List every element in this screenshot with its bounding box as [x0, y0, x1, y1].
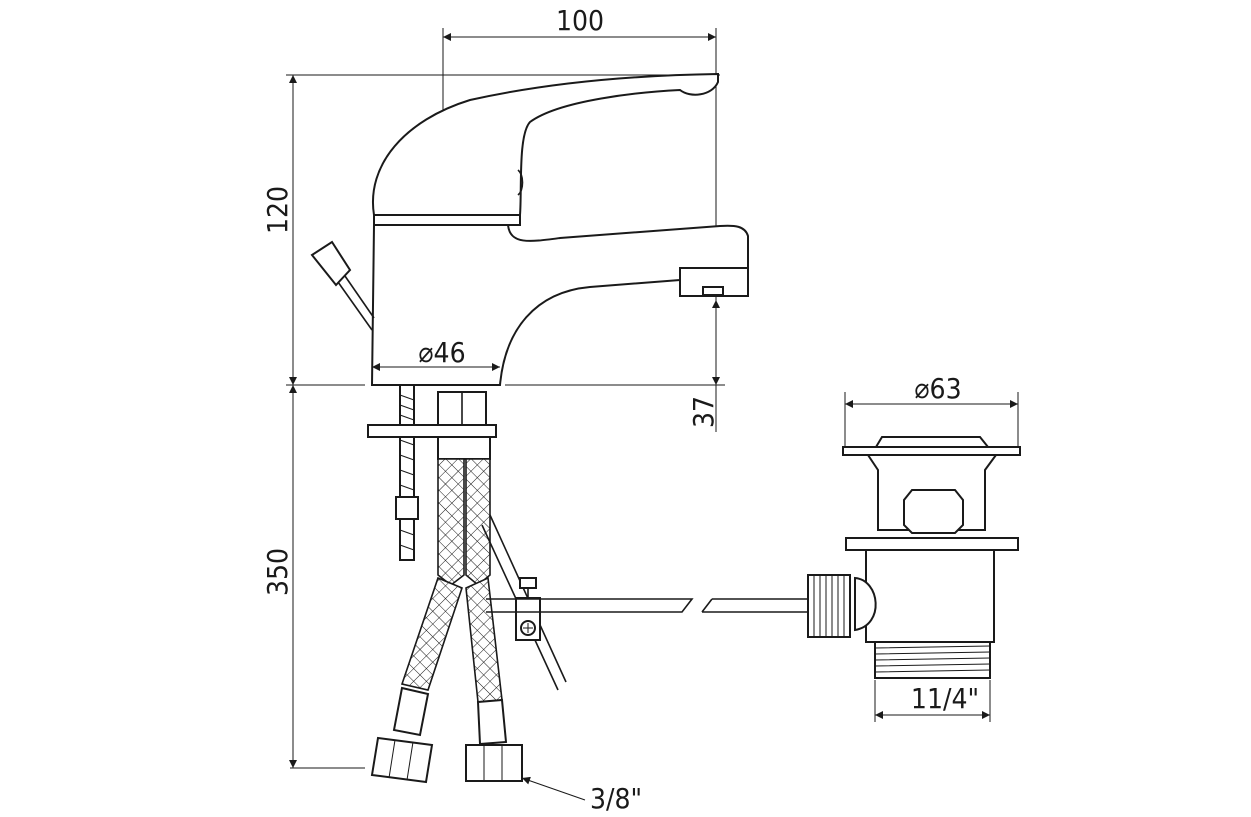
dimension-base-46: ⌀46	[372, 336, 500, 371]
dimension-label-hose-thread: 3/8"	[590, 782, 642, 815]
dimension-label-height: 120	[261, 186, 294, 234]
dimension-thread-38: 3/8"	[521, 776, 642, 815]
dimension-height-120: 120	[261, 74, 720, 386]
dimension-label-drain: ⌀63	[914, 372, 961, 405]
dimension-label-base: ⌀46	[418, 336, 465, 369]
dimension-label-width: 100	[556, 4, 604, 37]
dimension-label-spout-height: 37	[687, 396, 720, 428]
dimension-thread-114: 11/4"	[874, 680, 991, 722]
faucet-body	[310, 72, 749, 386]
dimension-width-100: 100	[442, 4, 717, 385]
dimension-drain-63: ⌀63	[844, 372, 1019, 448]
drain-assembly	[807, 436, 1021, 679]
dimension-label-hose-length: 350	[261, 548, 294, 596]
mounting-assembly	[367, 384, 808, 784]
dimension-length-350: 350	[261, 385, 365, 769]
dimension-label-drain-thread: 11/4"	[911, 682, 979, 715]
dimension-spout-37: 37	[505, 300, 725, 432]
